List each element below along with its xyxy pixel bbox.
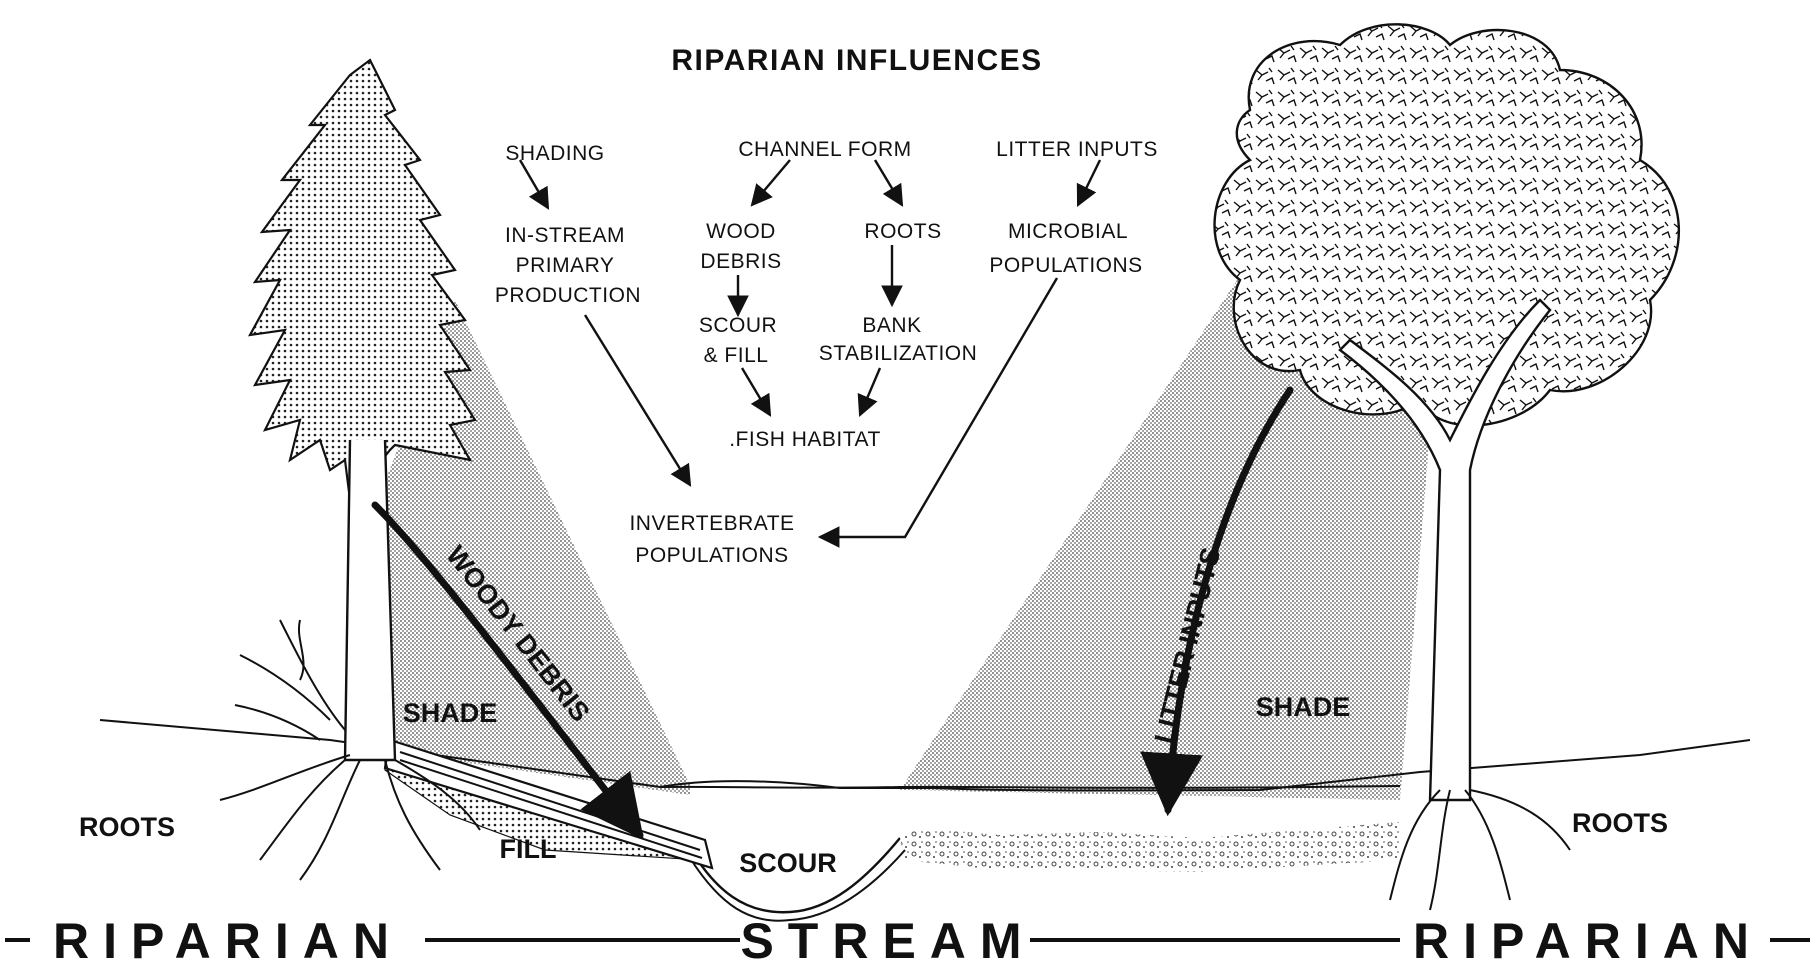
arrow-shading-instream	[520, 160, 548, 208]
label-shade-right: SHADE	[1256, 692, 1351, 722]
label-instream-1: IN-STREAM	[505, 224, 625, 247]
arrow-scour-fish	[742, 368, 770, 415]
label-roots-flow: ROOTS	[864, 220, 941, 243]
arrow-instream-invert	[585, 315, 690, 485]
conifer-trunk	[345, 440, 395, 760]
label-invert-1: INVERTEBRATE	[629, 512, 794, 535]
conifer-crown	[250, 60, 475, 500]
label-roots-left: ROOTS	[79, 812, 175, 842]
label-bank-2: STABILIZATION	[819, 342, 978, 365]
diagram-title: RIPARIAN INFLUENCES	[671, 44, 1042, 77]
label-invert-2: POPULATIONS	[635, 544, 788, 567]
label-litter-inputs: LITTER INPUTS	[996, 138, 1158, 161]
arrow-litter-microbial	[1078, 160, 1100, 205]
label-shade-left: SHADE	[403, 698, 498, 728]
label-scour-1: SCOUR	[699, 314, 777, 337]
label-scour: SCOUR	[739, 848, 837, 878]
label-scour-2: & FILL	[704, 344, 769, 367]
label-wood-1: WOOD	[706, 220, 776, 243]
deciduous-crown	[1215, 24, 1679, 425]
label-shading: SHADING	[505, 142, 604, 165]
label-microbial-2: POPULATIONS	[989, 254, 1142, 277]
arrow-channel-roots	[875, 160, 902, 205]
shrub-left	[235, 620, 345, 740]
label-wood-2: DEBRIS	[700, 250, 781, 273]
label-instream-3: PRODUCTION	[495, 284, 641, 307]
arrow-bank-fish	[860, 368, 880, 415]
arrow-microbial-invert	[820, 278, 1057, 537]
label-microbial-1: MICROBIAL	[1008, 220, 1128, 243]
label-fish-habitat: .FISH HABITAT	[729, 428, 881, 451]
label-fill: FILL	[500, 834, 557, 864]
zone-riparian-right: RIPARIAN	[1413, 913, 1763, 969]
label-channel-form: CHANNEL FORM	[738, 138, 911, 161]
arrow-channel-wood	[752, 160, 790, 205]
deciduous-roots	[1390, 790, 1570, 910]
label-roots-right: ROOTS	[1572, 808, 1668, 838]
stream-bed-gravel	[900, 822, 1400, 872]
label-bank-1: BANK	[862, 314, 921, 337]
zone-stream: STREAM	[740, 913, 1035, 969]
label-instream-2: PRIMARY	[516, 254, 615, 277]
zone-riparian-left: RIPARIAN	[53, 913, 403, 969]
